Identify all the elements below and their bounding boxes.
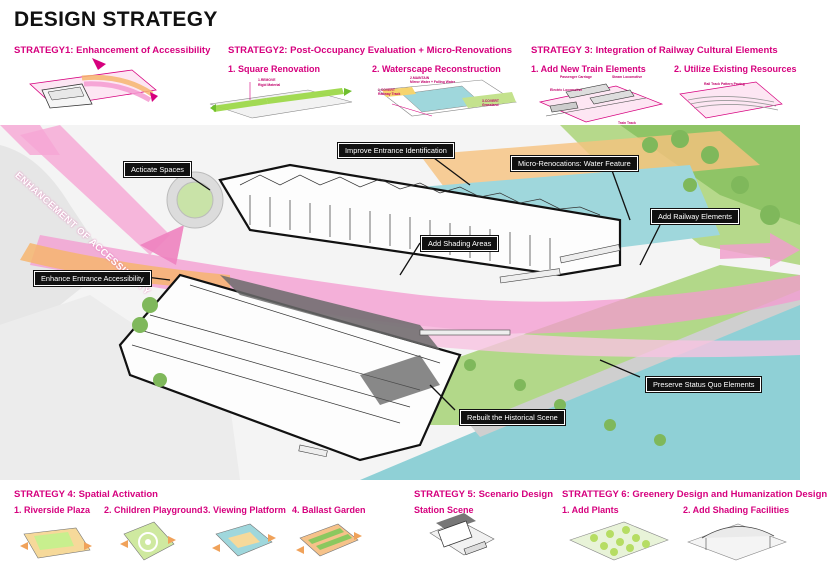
tiny-grass: Grassland — [482, 103, 499, 107]
train-elements-thumbnail — [538, 83, 664, 123]
strategy5-heading: STRATEGY 5: Scenario Design — [414, 489, 554, 500]
children-playground-thumbnail — [120, 521, 176, 561]
callout-rebuilt-scene: Rebuilt the Historical Scene — [460, 410, 565, 425]
tiny-paving: Rail Track Pattern Paving — [704, 82, 745, 86]
callout-activate-spaces: Acticate Spaces — [124, 162, 191, 177]
square-renovation-thumbnail — [209, 82, 353, 119]
callout-water-feature: Micro-Renocations: Water Feature — [511, 156, 638, 171]
tiny-steam: Steam Locomotive — [612, 75, 643, 79]
strategy3-sub1: 1. Add New Train Elements — [531, 64, 646, 74]
tiny-covert1: 1.COVERT — [378, 88, 395, 92]
strategy6-sub1: 1. Add Plants — [562, 505, 619, 515]
shading-facilities-thumbnail — [687, 523, 787, 561]
tiny-maintain: 2.MAINTAIN — [410, 76, 430, 80]
strategy3-sub2: 2. Utilize Existing Resources — [674, 64, 797, 74]
aerial-site-plan — [0, 125, 800, 480]
viewing-platform-thumbnail — [212, 523, 276, 557]
callout-railway-elements: Add Railway Elements — [651, 209, 739, 224]
strategy3-heading: STRATEGY 3: Integration of Railway Cultu… — [531, 45, 778, 56]
strategy2-sub2: 2. Waterscape Reconstruction — [372, 64, 501, 74]
strategy6-sub2: 2. Add Shading Facilities — [683, 505, 790, 515]
strategy1-heading: STRATEGY1: Enhancement of Accessibility — [14, 45, 211, 56]
strategy4-sub2: 2. Children Playground — [104, 505, 203, 515]
tiny-railway: Railway Track — [378, 92, 401, 96]
strategy4-sub1: 1. Riverside Plaza — [14, 505, 91, 515]
tiny-rigid: Rigid Material — [258, 83, 281, 87]
station-scene-thumbnail — [429, 513, 495, 556]
tiny-covert2: 3.COVERT — [482, 99, 499, 103]
existing-resources-thumbnail — [679, 81, 783, 119]
strategy4-sub3: 3. Viewing Platform — [203, 505, 286, 515]
strategy4-heading: STRATEGY 4: Spatial Activation — [14, 489, 158, 500]
ballast-garden-thumbnail — [296, 523, 362, 557]
strategy2-sub1: 1. Square Renovation — [228, 64, 321, 74]
waterscape-thumbnail — [377, 79, 517, 117]
tiny-passenger: Passenger Carriage — [560, 75, 592, 79]
callout-preserve-elements: Preserve Status Quo Elements — [646, 377, 762, 392]
tiny-water: Mirror Water + Falling Water — [410, 80, 456, 84]
strategy2-heading: STRATEGY2: Post-Occupancy Evaluation + M… — [228, 45, 513, 56]
add-plants-thumbnail — [569, 521, 669, 561]
tiny-remove: 1.REMOVE — [258, 78, 276, 82]
riverside-plaza-thumbnail — [20, 527, 92, 559]
strategy5-sub1: Station Scene — [414, 505, 474, 515]
tiny-track: Train Track — [618, 121, 636, 125]
strategy4-sub4: 4. Ballast Garden — [292, 505, 366, 515]
callout-improve-entrance: Improve Entrance Identification — [338, 143, 454, 158]
strategy6-heading: STRATTEGY 6: Greenery Design and Humaniz… — [562, 489, 827, 500]
callout-entrance-accessibility: Enhance Entrance Accessibility — [34, 271, 151, 286]
tiny-electric: Electric Locomotive — [550, 88, 583, 92]
callout-shading-areas: Add Shading Areas — [421, 236, 499, 251]
page-title: DESIGN STRATEGY — [14, 8, 218, 31]
accessibility-thumbnail — [29, 58, 158, 109]
